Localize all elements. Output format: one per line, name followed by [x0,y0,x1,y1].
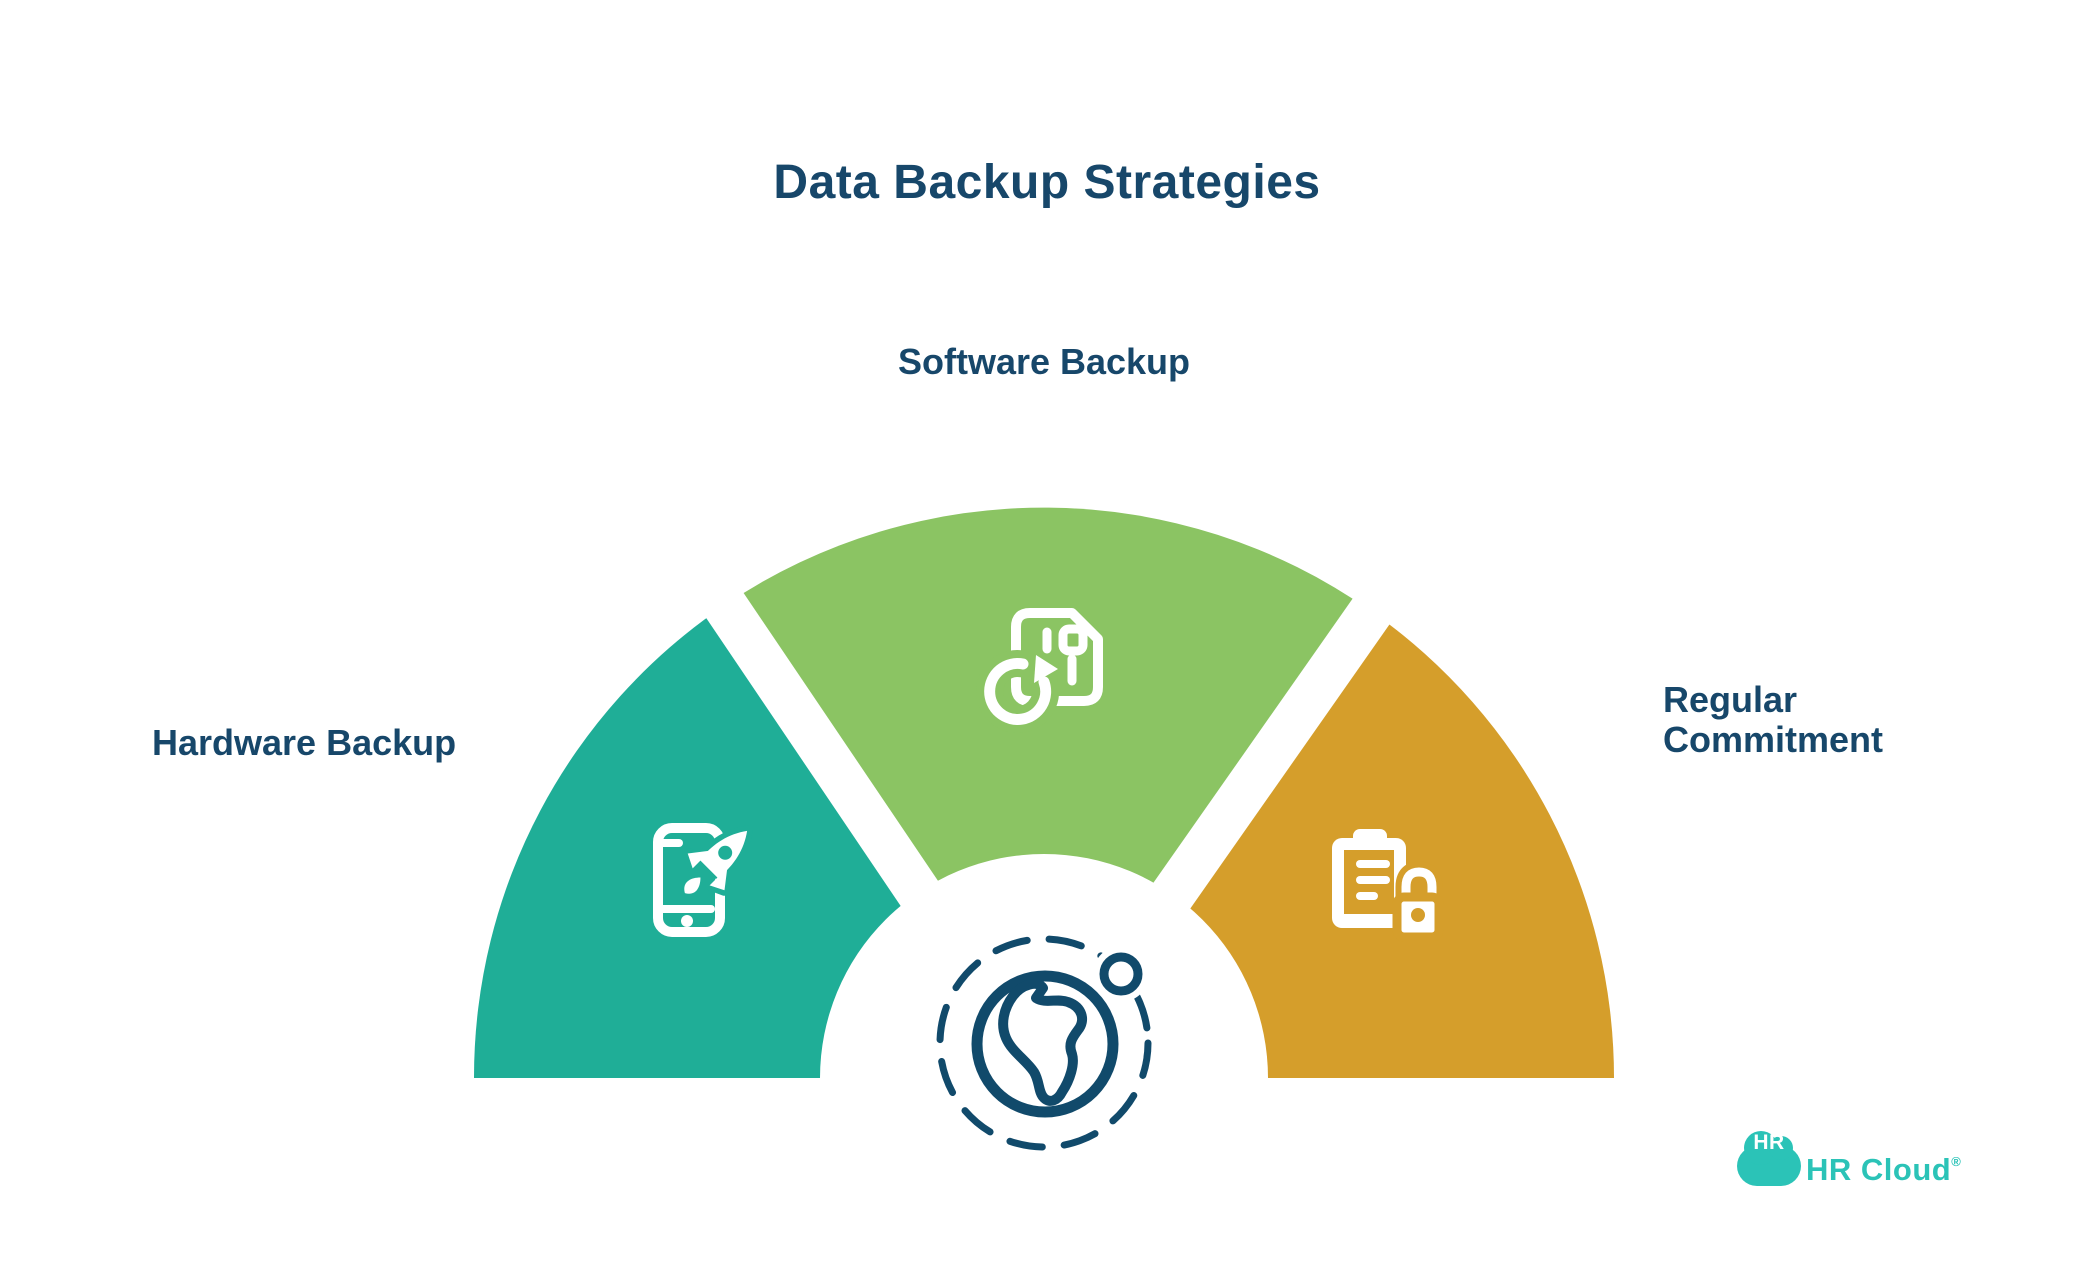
phone-home-button [681,915,693,927]
rocket-fin-left [687,850,711,869]
logo-badge-text: HR [1753,1131,1785,1154]
lock-shackle [1401,867,1437,904]
orbit-dashed-circle [936,935,1152,1151]
clipboard-line-2 [1356,876,1390,884]
phone-rocket-icon [653,823,753,937]
registered-mark: ® [1951,1154,1962,1169]
page-title: Data Backup Strategies [773,156,1321,209]
lock-keyhole [1411,908,1425,922]
rocket-window [718,845,733,860]
satellite-circle [1099,952,1143,996]
clipboard-line-1 [1356,860,1390,868]
rocket-fin-right [709,867,728,891]
clipboard-lock-icon [1332,829,1444,942]
cloud-icon [1737,1131,1801,1186]
hr-cloud-logo: HR HR Cloud® [1737,1128,2027,1198]
restore-arrow-arc [984,658,1052,725]
clipboard-clip [1353,829,1387,845]
label-regular-commitment: Regular Commitment [1663,679,1884,760]
sim-card-outline [1011,608,1103,706]
sim-chip [1058,624,1088,656]
globe-continent [998,978,1088,1106]
segment-software [725,507,1371,1079]
label-hardware-backup: Hardware Backup [152,722,457,763]
logo-brand-name: HR Cloud [1806,1152,1952,1187]
clipboard-line-3 [1356,892,1378,900]
globe-orbit-icon [936,935,1152,1151]
logo-wordmark: HR Cloud® [1806,1152,1961,1188]
sim-restore-icon [976,608,1103,733]
rocket-flame [684,877,701,894]
restore-arrowhead [1034,655,1058,683]
label-software-backup: Software Backup [897,341,1191,382]
